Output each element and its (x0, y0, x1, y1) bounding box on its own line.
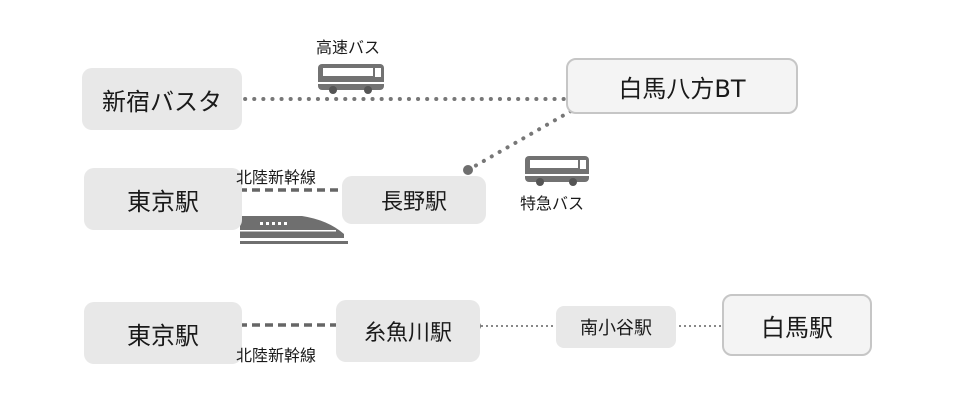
station-label: 南小谷駅 (580, 318, 652, 339)
station-shinjuku-busta: 新宿バスタ (82, 68, 242, 130)
station-tokyo-1: 東京駅 (84, 168, 242, 230)
station-label: 糸魚川駅 (363, 321, 452, 346)
station-label: 白馬八方BT (618, 74, 746, 103)
station-label: 東京駅 (127, 187, 199, 216)
bus-icon (525, 156, 589, 186)
station-itoigawa: 糸魚川駅 (336, 300, 480, 362)
station-hakuba-happo-bt: 白馬八方BT (566, 58, 798, 114)
bus-icon (318, 64, 384, 94)
station-minami-otari: 南小谷駅 (556, 306, 676, 348)
shinkansen-label-lower: 北陸新幹線 (236, 346, 317, 365)
station-label: 東京駅 (127, 321, 199, 350)
station-hakuba: 白馬駅 (722, 294, 872, 356)
station-label: 新宿バスタ (102, 87, 222, 116)
station-label: 白馬駅 (761, 313, 833, 342)
endpoint-dot (463, 165, 473, 175)
express-bus-label: 特急バス (520, 194, 585, 213)
shinkansen-train-icon (240, 216, 348, 244)
shinkansen-label-upper: 北陸新幹線 (236, 168, 317, 187)
station-tokyo-2: 東京駅 (84, 302, 242, 364)
station-label: 長野駅 (380, 190, 447, 215)
station-nagano: 長野駅 (342, 176, 486, 224)
highway-bus-label: 高速バス (316, 38, 381, 57)
